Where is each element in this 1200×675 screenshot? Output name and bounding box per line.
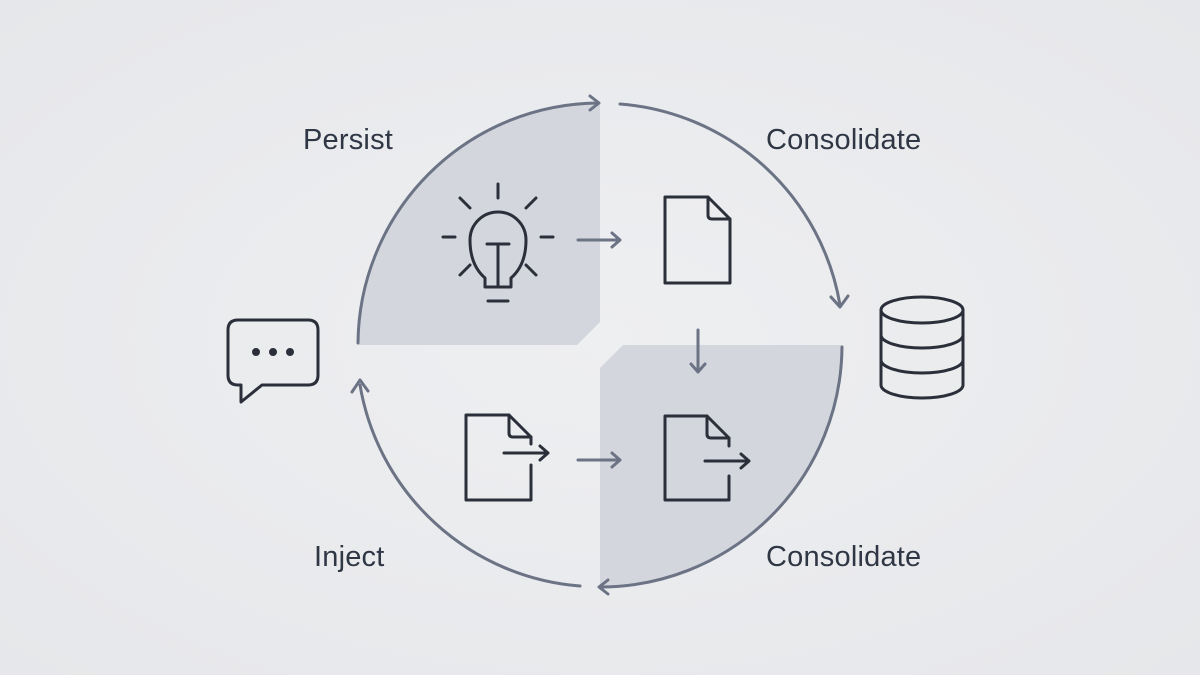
bottom-right-quadrant bbox=[600, 345, 842, 587]
database-icon bbox=[879, 295, 965, 400]
arc-inject bbox=[358, 383, 582, 588]
arrowhead-right bbox=[829, 294, 850, 309]
label-consolidate-bottom: Consolidate bbox=[766, 541, 922, 573]
lightbulb-icon bbox=[441, 182, 555, 303]
arc-consolidate-bottom bbox=[598, 345, 844, 589]
arc-persist bbox=[356, 101, 600, 345]
document-export-icon bbox=[663, 414, 751, 502]
top-left-quadrant bbox=[358, 103, 600, 345]
arrow-doc-down bbox=[689, 328, 707, 374]
document-icon bbox=[663, 195, 732, 285]
arrow-export-to-export bbox=[576, 451, 622, 469]
chat-bubble-icon bbox=[226, 318, 320, 404]
document-export-icon bbox=[464, 413, 550, 502]
label-persist: Persist bbox=[303, 124, 394, 156]
arrowhead-top bbox=[588, 94, 601, 112]
label-inject: Inject bbox=[314, 541, 385, 573]
arrowhead-left bbox=[350, 378, 370, 394]
arrow-idea-to-doc bbox=[576, 231, 622, 249]
arc-consolidate-top bbox=[618, 102, 842, 307]
arrowhead-bottom bbox=[597, 578, 610, 596]
label-consolidate-top: Consolidate bbox=[766, 124, 922, 156]
